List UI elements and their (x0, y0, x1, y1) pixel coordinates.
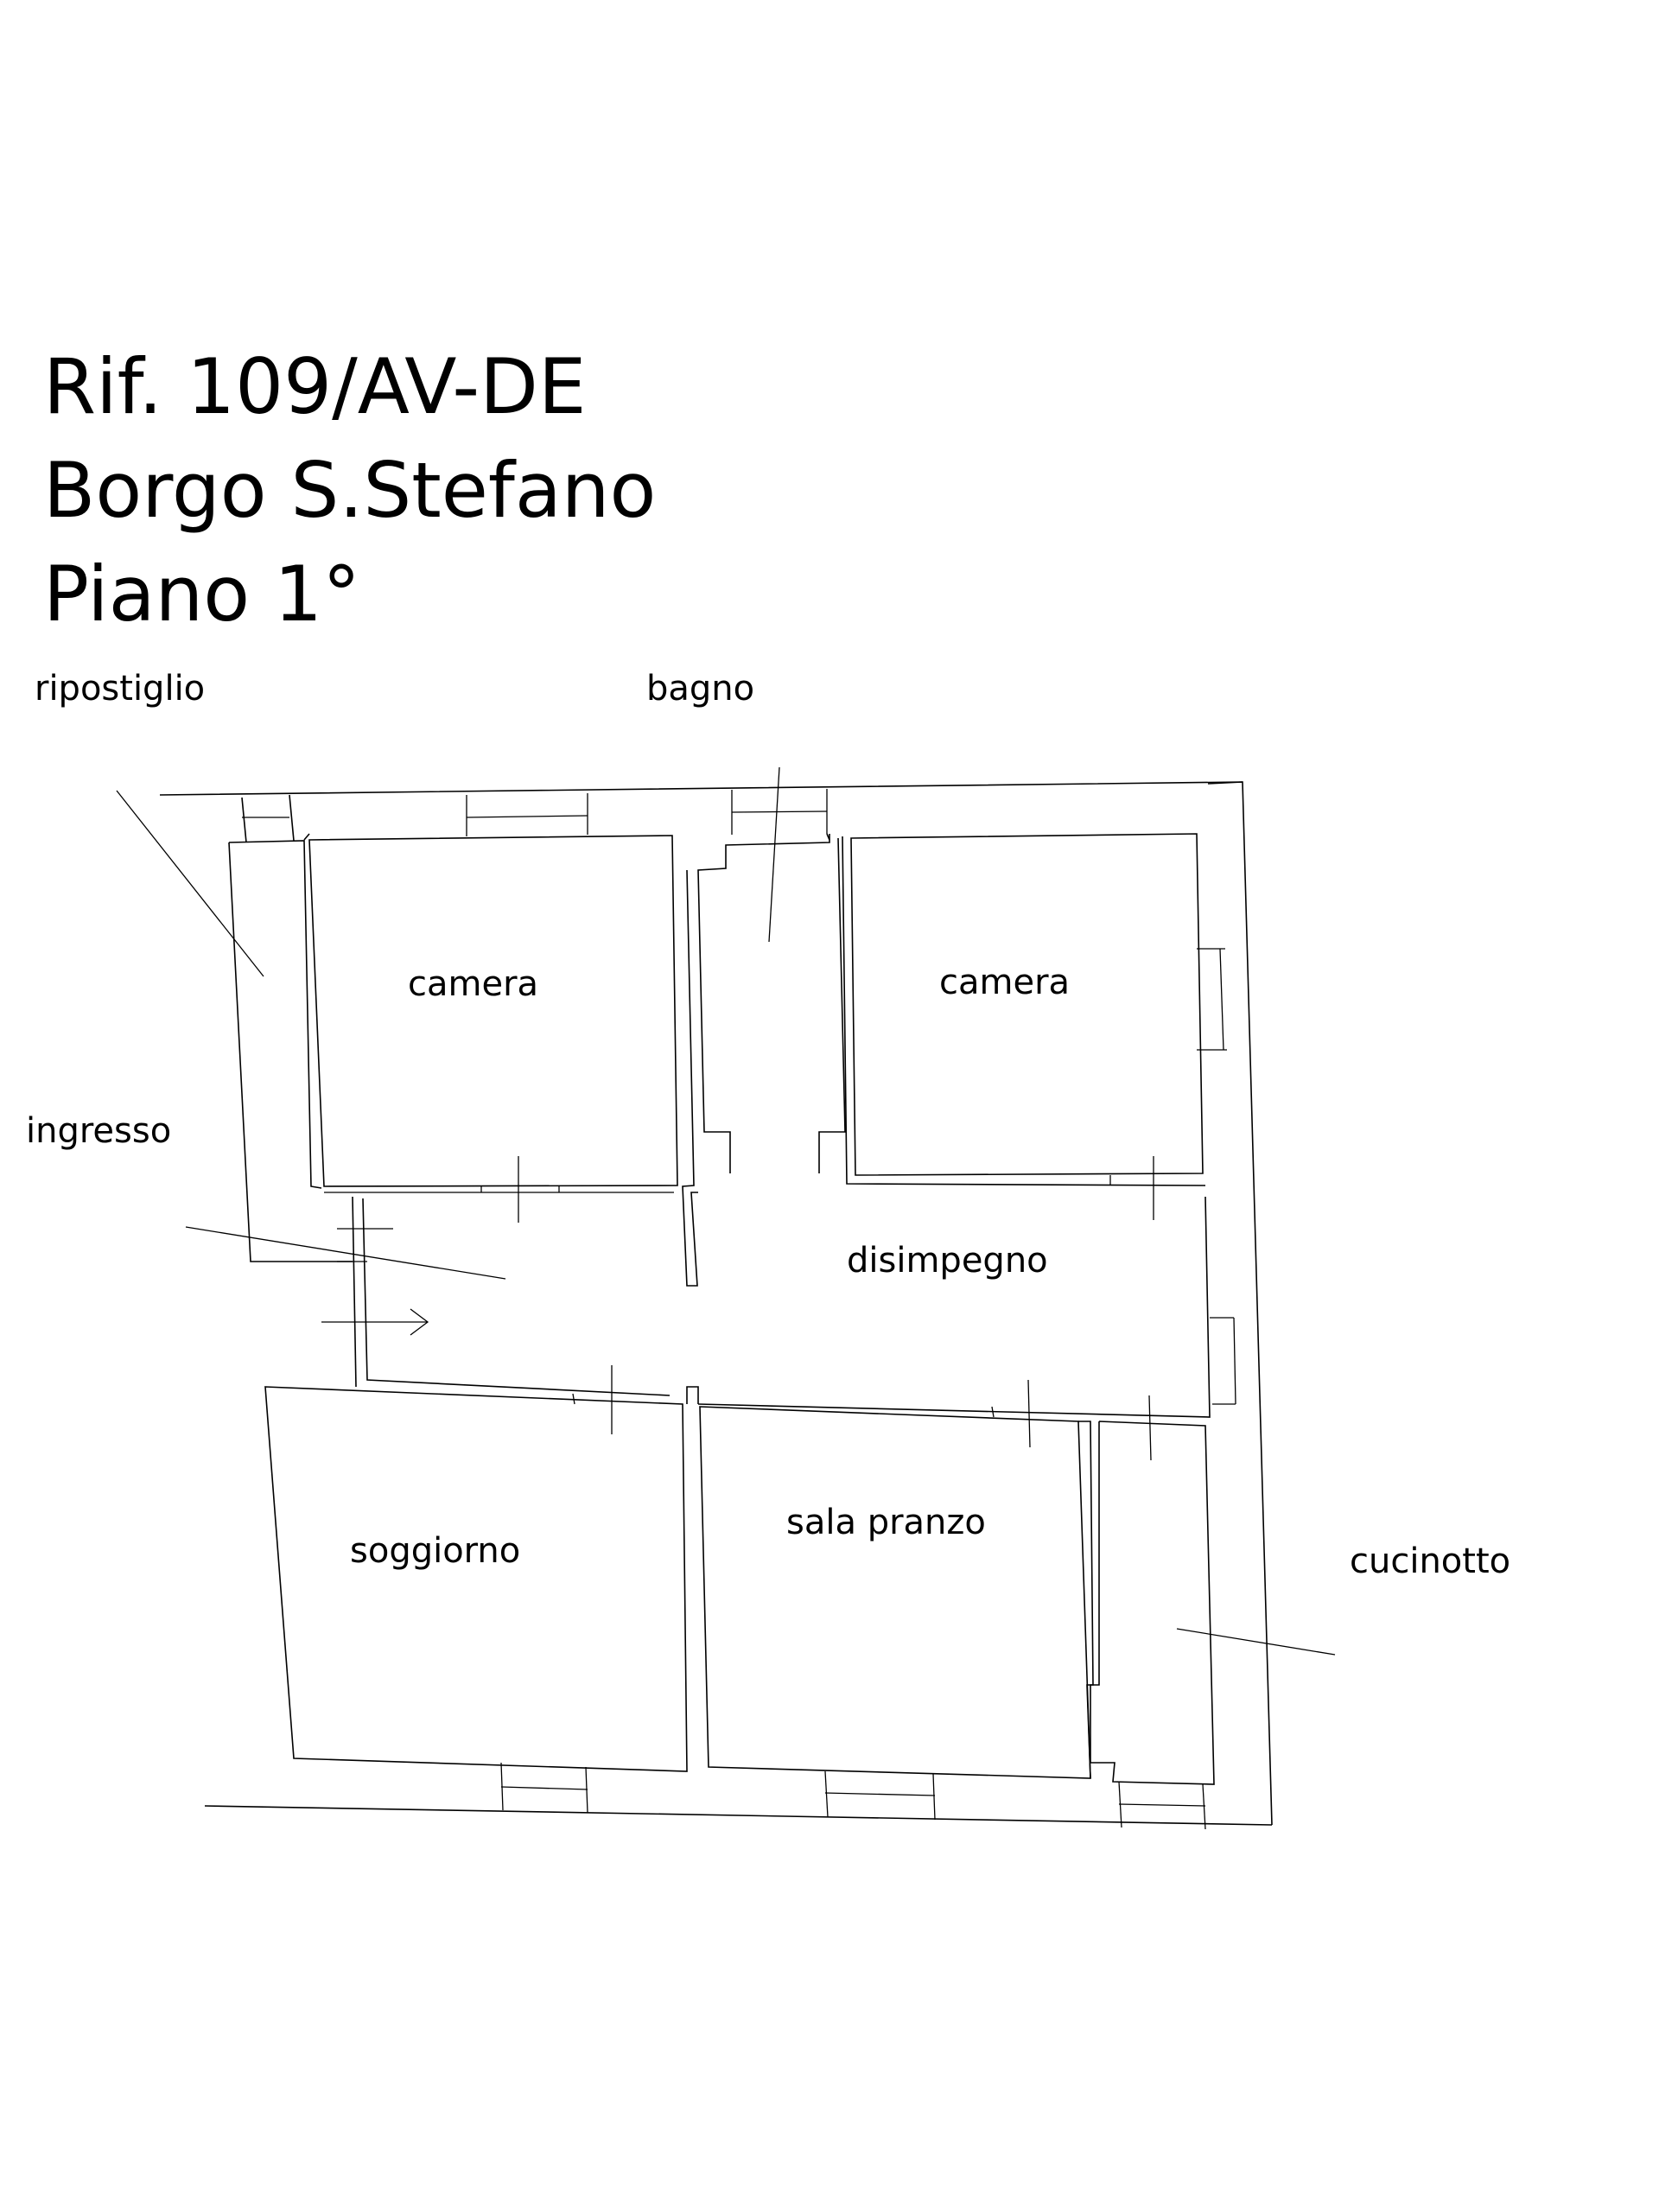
label-camera-left: camera (408, 964, 538, 1004)
plan-floor: Piano 1° (43, 550, 360, 639)
bagno-walls (682, 766, 846, 1287)
leader-lines (116, 790, 1336, 1656)
top-windows (242, 789, 828, 836)
camera-left-walls (303, 833, 678, 1223)
label-sala-pranzo: sala pranzo (786, 1503, 986, 1542)
label-soggiorno: soggiorno (350, 1531, 520, 1571)
camera-right-walls (842, 833, 1227, 1220)
label-cucinotto: cucinotto (1350, 1541, 1510, 1581)
label-bagno: bagno (646, 669, 754, 709)
plan-location: Borgo S.Stefano (43, 446, 656, 535)
cucinotto-walls (1090, 1421, 1215, 1830)
ripostiglio-walls (228, 794, 353, 1262)
entrance-arrow (321, 1308, 429, 1336)
sala-pranzo-walls (699, 1406, 1094, 1821)
plan-reference: Rif. 109/AV-DE (43, 342, 586, 431)
label-ripostiglio: ripostiglio (35, 669, 205, 709)
disimpegno-walls (337, 1196, 1236, 1461)
label-disimpegno: disimpegno (847, 1241, 1048, 1281)
soggiorno-walls (264, 1386, 688, 1814)
outer-walls (159, 781, 1273, 1826)
label-camera-right: camera (939, 963, 1070, 1002)
label-ingresso: ingresso (26, 1111, 171, 1151)
